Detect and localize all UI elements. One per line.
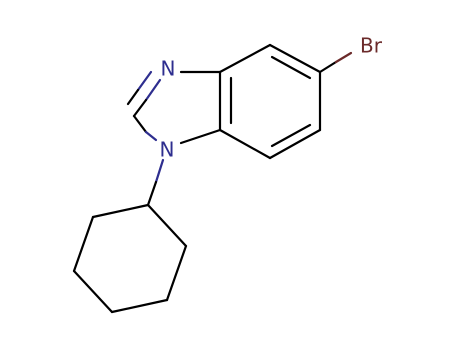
bond-cy1-cy2 xyxy=(146,203,188,248)
bond-cy2-cy3 xyxy=(165,244,188,302)
bond-n1-c1p-black xyxy=(146,180,158,207)
bond-cy5-cy6 xyxy=(72,215,95,273)
bond-cy3-cy4 xyxy=(110,298,169,314)
bond-c4-c5-inner xyxy=(270,55,312,80)
bond-n1-c1p-colored xyxy=(154,158,165,184)
bond-cy6-cy1 xyxy=(91,203,150,219)
bond-c3a-c4 xyxy=(218,43,272,74)
bond-n3-c2-double-lower xyxy=(126,88,140,106)
bond-c4-c5 xyxy=(268,43,322,74)
bond-c5-br-black xyxy=(318,60,338,74)
bond-n3-c2-upper xyxy=(144,78,162,102)
bond-n3-c2-lower xyxy=(132,98,148,118)
bond-c6-c7 xyxy=(268,128,322,160)
cyclohexane-ring xyxy=(72,203,188,314)
bond-cy4-cy5 xyxy=(72,269,114,314)
n-cyclohexyl-bond xyxy=(146,158,165,207)
benzene-ring xyxy=(218,43,322,160)
bromo-substituent xyxy=(318,51,353,74)
bond-c6-c7-inner xyxy=(270,123,312,148)
bond-n1-c7a xyxy=(179,128,222,145)
bond-c2-n1-colored xyxy=(144,130,158,142)
atom-label-br: Br xyxy=(360,34,383,58)
bond-c5-br-colored xyxy=(334,51,353,64)
bond-n3-c2-double xyxy=(136,70,153,92)
bond-c2-n1 xyxy=(132,114,148,134)
atom-label-n3: N xyxy=(161,57,176,81)
imidazole-ring xyxy=(126,70,222,145)
bond-c7-c7a xyxy=(218,128,272,160)
atom-label-n1: N xyxy=(160,138,175,162)
